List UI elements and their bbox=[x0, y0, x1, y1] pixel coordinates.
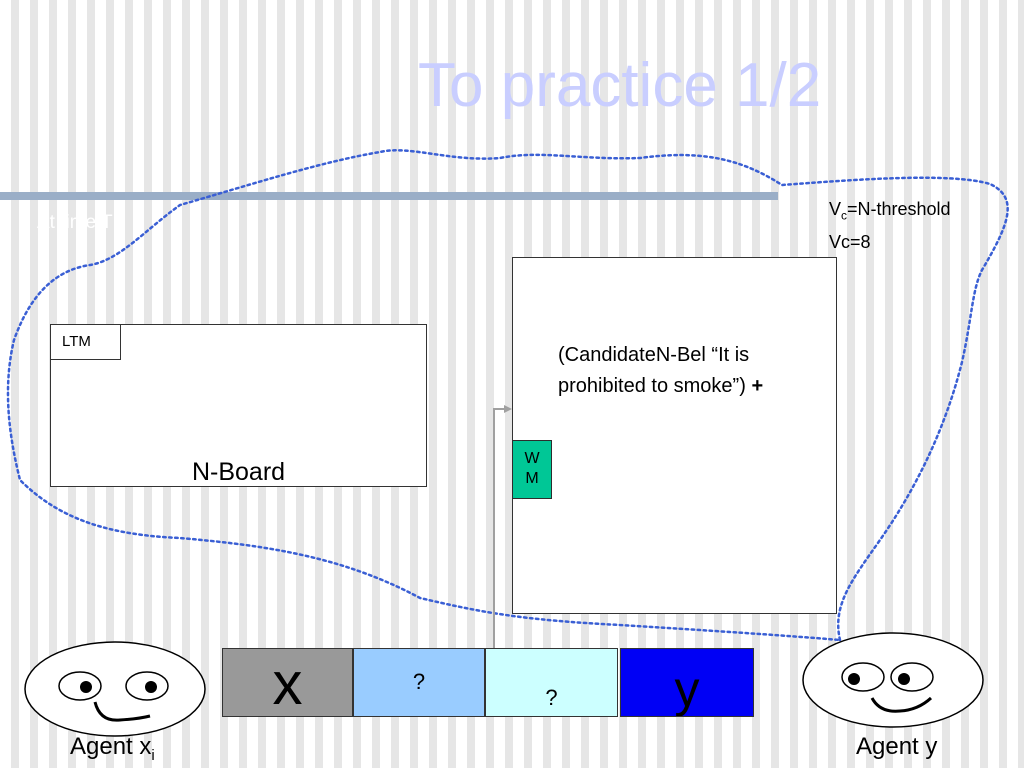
threshold-info: Vc=N-threshold Vc=8 bbox=[829, 196, 951, 255]
n-board-box bbox=[50, 324, 427, 487]
candidate-belief-text: (CandidateN-Bel “It is prohibited to smo… bbox=[558, 344, 750, 397]
plus-icon: + bbox=[751, 375, 764, 397]
cell-unknown-2: ? bbox=[485, 648, 618, 717]
cell-unknown-1: ? bbox=[353, 648, 485, 717]
agent-y-face bbox=[802, 632, 984, 728]
title-underline bbox=[0, 192, 778, 200]
wm-label-line2: M bbox=[525, 470, 539, 487]
cell-y: y bbox=[620, 648, 754, 717]
agent-x-name: Agent x bbox=[70, 733, 152, 760]
agent-x-subscript: i bbox=[151, 746, 155, 764]
wm-arrow-head bbox=[504, 405, 512, 413]
threshold-subscript: c bbox=[841, 208, 848, 223]
agent-y-mind-box bbox=[512, 257, 837, 614]
wm-label-line1: W bbox=[524, 450, 540, 467]
ltm-box: LTM bbox=[50, 324, 121, 360]
working-memory-box: W M bbox=[512, 440, 552, 499]
agent-y-mind-cloud bbox=[6, 149, 1009, 642]
slide-title: To practice 1/2 bbox=[418, 51, 822, 120]
threshold-symbol: V bbox=[829, 199, 842, 219]
wm-arrow-connector bbox=[493, 408, 506, 648]
n-board-label: N-Board bbox=[191, 458, 286, 486]
threshold-value: Vc=8 bbox=[829, 231, 871, 252]
threshold-definition: Vc=N-threshold bbox=[829, 196, 951, 229]
agent-x-face bbox=[24, 641, 206, 737]
cell-x: x bbox=[222, 648, 353, 717]
threshold-definition-text: =N-threshold bbox=[847, 199, 951, 219]
agent-x-label: Agent xi bbox=[70, 733, 155, 764]
agent-y-label: Agent y bbox=[856, 733, 938, 760]
slide-subtitle: At time T1 bbox=[37, 212, 124, 233]
candidate-belief: (CandidateN-Bel “It is prohibited to smo… bbox=[558, 340, 808, 402]
